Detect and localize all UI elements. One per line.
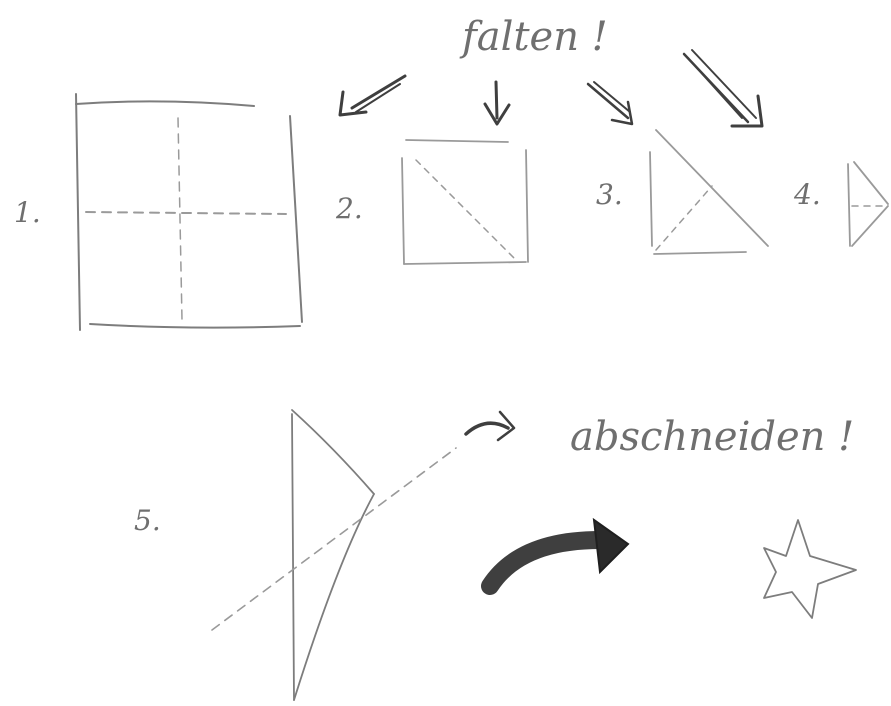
step-3-triangle [650, 130, 768, 254]
small-curved-arrow [466, 412, 514, 440]
fold-heading: falten ! [459, 14, 608, 60]
step-1-square-paper [76, 94, 302, 330]
step-4-narrow-triangle [848, 162, 888, 246]
step-2-folded-rectangle [402, 140, 528, 264]
big-curved-arrow [490, 520, 628, 586]
step-1-number: 1. [14, 196, 41, 229]
fold-arrows [340, 50, 762, 126]
cut-heading: abschneiden ! [570, 414, 854, 460]
star-icon [764, 520, 856, 618]
arrow-to-step-2 [485, 82, 509, 124]
step-5-kite-with-cut-line [212, 410, 456, 700]
step-2-number: 2. [335, 192, 363, 225]
step-3-number: 3. [596, 178, 623, 211]
arrow-to-step-1 [340, 76, 405, 115]
step-5-number: 5. [134, 504, 161, 537]
arrow-to-step-3 [588, 82, 632, 124]
step-4-number: 4. [793, 178, 821, 211]
arrow-to-step-4 [684, 50, 762, 126]
